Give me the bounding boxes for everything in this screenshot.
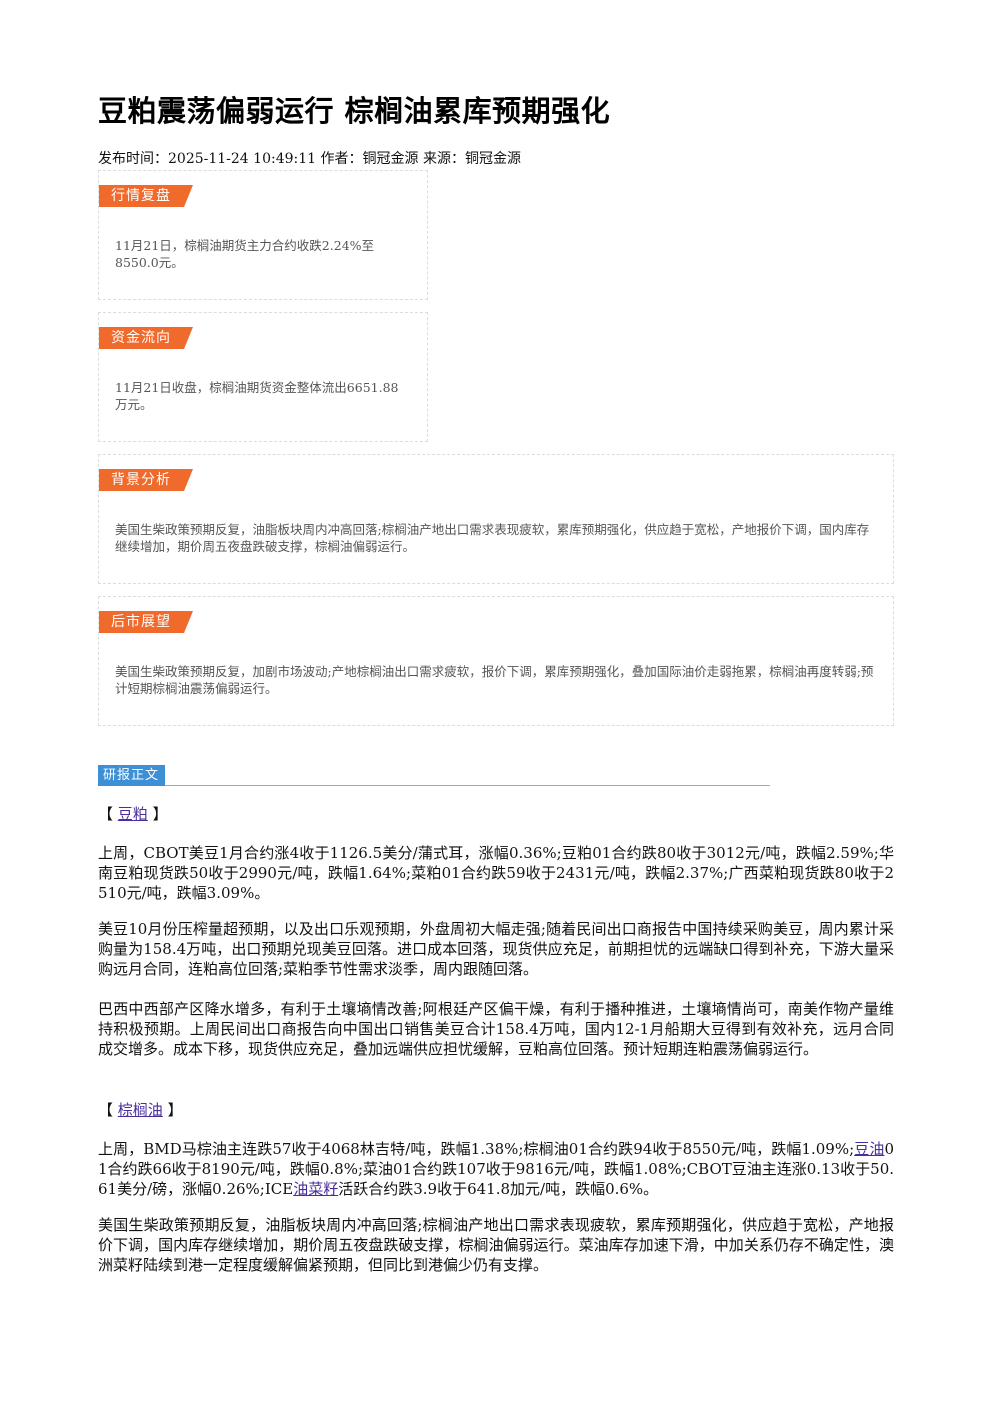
summary-box-market-review: 行情复盘 11月21日，棕榈油期货主力合约收跌2.24%至8550.0元。 (98, 170, 428, 300)
bracket-open: 【 (98, 805, 114, 823)
bracket-open: 【 (98, 1101, 114, 1119)
palm-paragraph-2: 美国生柴政策预期反复，油脂板块周内冲高回落;棕榈油产地出口需求表现疲软，累库预期… (98, 1216, 894, 1274)
link-soybean-oil[interactable]: 豆油 (854, 1140, 885, 1158)
link-soymeal[interactable]: 豆粕 (117, 805, 148, 823)
section-header-report-body: 研报正文 (98, 765, 770, 787)
palm-paragraph-1: 上周，BMD马棕油主连跌57收于4068林吉特/吨，跌幅1.38%;棕榈油01合… (98, 1139, 894, 1199)
summary-text-background: 美国生柴政策预期反复，油脂板块周内冲高回落;棕榈油产地出口需求表现疲软，累库预期… (115, 522, 870, 554)
palm-p1-part-b: 01合约跌66收于8190元/吨，跌幅0.8%;菜油01合约跌107收于9816… (98, 1140, 895, 1198)
bracket-close: 】 (167, 1101, 183, 1119)
summary-text-capital-flow: 11月21日收盘，棕榈油期货资金整体流出6651.88万元。 (115, 380, 399, 412)
link-rapeseed[interactable]: 油菜籽 (293, 1180, 339, 1198)
article-meta: 发布时间：2025-11-24 10:49:11 作者：铜冠金源 来源：铜冠金源 (98, 151, 521, 167)
palm-p1-part-c: 活跃合约跌3.9收于641.8加元/吨，跌幅0.6%。 (338, 1180, 659, 1198)
soymeal-paragraph-2: 美豆10月份压榨量超预期，以及出口乐观预期，外盘周初大幅走强;随着民间出口商报告… (98, 920, 894, 978)
summary-box-outlook: 后市展望 美国生柴政策预期反复，加剧市场波动;产地棕榈油出口需求疲软，报价下调，… (98, 596, 894, 726)
bracket-close: 】 (152, 805, 168, 823)
tag-background: 背景分析 (99, 469, 193, 491)
section-divider (98, 785, 770, 786)
palm-p1-part-a: 上周，BMD马棕油主连跌57收于4068林吉特/吨，跌幅1.38%;棕榈油01合… (98, 1140, 855, 1158)
article-title: 豆粕震荡偏弱运行 棕榈油累库预期强化 (98, 94, 611, 128)
section-label: 研报正文 (98, 765, 166, 786)
tag-capital-flow: 资金流向 (99, 327, 193, 349)
link-palm-oil[interactable]: 棕榈油 (117, 1101, 163, 1119)
summary-text-outlook: 美国生柴政策预期反复，加剧市场波动;产地棕榈油出口需求疲软，报价下调，累库预期强… (115, 664, 874, 696)
subhead-palm-oil: 【 棕榈油 】 (98, 1099, 183, 1120)
tag-outlook: 后市展望 (99, 611, 193, 633)
subhead-soymeal: 【 豆粕 】 (98, 803, 168, 824)
soymeal-paragraph-3: 巴西中西部产区降水增多，有利于土壤墒情改善;阿根廷产区偏干燥，有利于播种推进，土… (98, 1000, 894, 1058)
tag-market-review: 行情复盘 (99, 185, 193, 207)
summary-text-market-review: 11月21日，棕榈油期货主力合约收跌2.24%至8550.0元。 (115, 238, 375, 270)
summary-box-capital-flow: 资金流向 11月21日收盘，棕榈油期货资金整体流出6651.88万元。 (98, 312, 428, 442)
summary-box-background: 背景分析 美国生柴政策预期反复，油脂板块周内冲高回落;棕榈油产地出口需求表现疲软… (98, 454, 894, 584)
soymeal-paragraph-1: 上周，CBOT美豆1月合约涨4收于1126.5美分/蒲式耳，涨幅0.36%;豆粕… (98, 844, 894, 902)
